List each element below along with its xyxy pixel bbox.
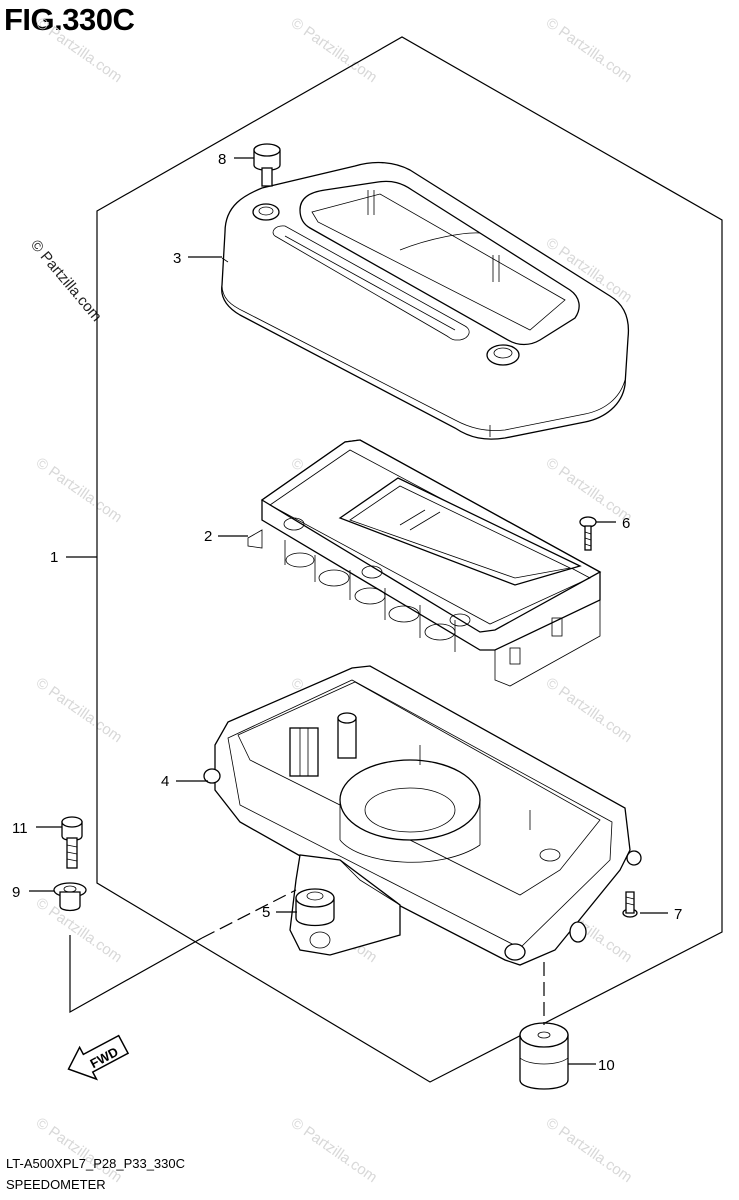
watermark-text: © Partzilla.com [543,674,636,746]
callout-label: 9 [12,884,20,901]
leader-lines [29,157,668,1065]
callout-label: 10 [598,1057,615,1074]
callout-label: 4 [161,773,169,790]
watermark-text: © Partzilla.com [33,14,126,86]
assembly-dashed-line [201,889,297,939]
callout-label: 2 [204,528,212,545]
grommet-part-10 [519,1022,569,1090]
meter-case-part [203,665,642,966]
callout-label: 7 [674,906,682,923]
meter-cover-part [221,161,630,440]
meter-unit-part [247,439,602,687]
footer-diagram-code: LT-A500XPL7_P28_P33_330C [6,1156,186,1171]
screw-grommet-part [253,143,281,187]
watermark-text: © Partzilla.com [27,237,105,325]
callout-labels: 1 2 3 4 5 6 7 8 9 10 11 [12,151,682,1074]
watermark-text: © Partzilla.com [543,1114,636,1186]
callout-label: 3 [173,250,181,267]
collar-part-9 [53,882,87,912]
watermark-text: © Partzilla.com [288,1114,381,1186]
fwd-label: FWD [87,1044,120,1071]
callout-label: 6 [622,515,630,532]
callout-label: 1 [50,549,58,566]
assembly-boundary-outline [96,36,723,1083]
assembly-line [69,935,203,1014]
watermark-text: © Partzilla.com [33,1114,126,1186]
watermark-text: © Partzilla.com [33,454,126,526]
screw-part-6 [579,516,597,551]
watermark-text: © Partzilla.com [33,674,126,746]
footer-diagram-name: SPEEDOMETER [6,1177,106,1192]
forward-arrow-icon: FWD [67,1034,130,1081]
callout-label: 8 [218,151,226,168]
screw-part-7 [622,891,638,918]
callout-label: 5 [262,904,270,921]
callout-label: 11 [12,820,28,837]
figure-title: FIG.330C [4,2,135,37]
watermark-text: © Partzilla.com [543,14,636,86]
damper-part-5 [295,888,335,927]
bolt-part-11 [61,816,83,869]
